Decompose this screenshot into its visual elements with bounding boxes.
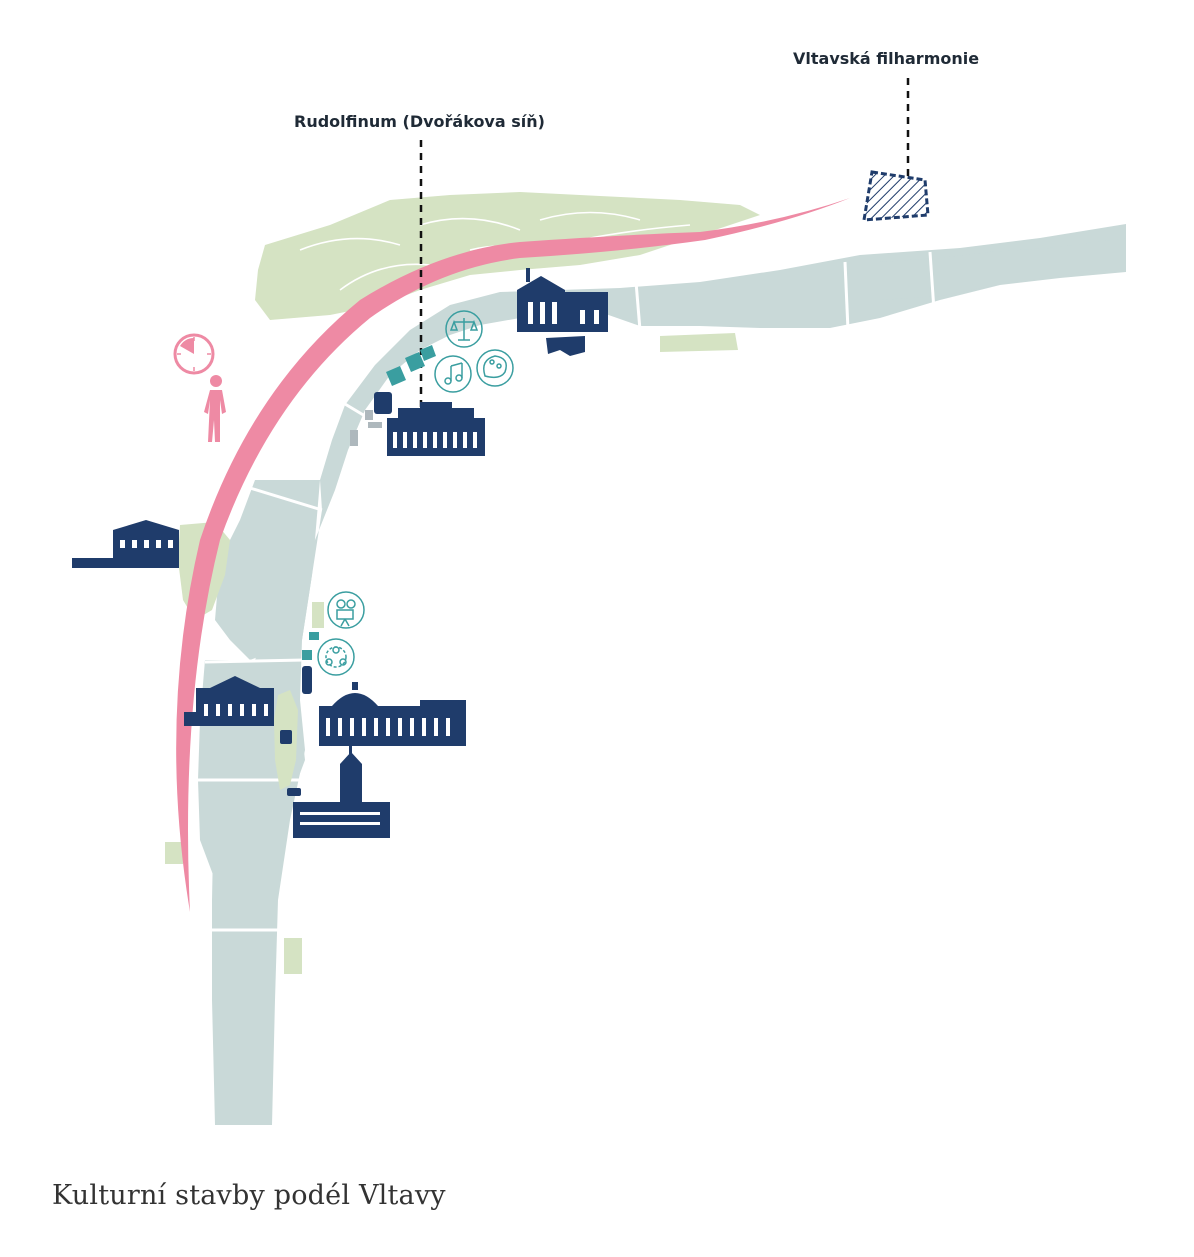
convent-building	[517, 268, 608, 356]
island-building	[280, 730, 292, 744]
villa-building	[184, 676, 274, 726]
map-caption: Kulturní stavby podél Vltavy	[52, 1180, 446, 1211]
teal-markers	[302, 345, 436, 660]
rudolfinum-building	[387, 402, 485, 456]
thematic-icons	[317, 310, 514, 676]
film-camera-icon	[327, 591, 365, 629]
filharmonie-site	[862, 170, 930, 222]
clock-icon	[173, 333, 215, 375]
manes-building	[293, 742, 390, 838]
dock-block	[302, 666, 312, 694]
national-theatre-building	[319, 682, 466, 746]
riverbank-details	[350, 410, 382, 446]
walking-person-icon	[204, 375, 226, 442]
rudolfinum-label: Rudolfinum (Dvořákova síň)	[294, 112, 545, 131]
people-circle-icon	[317, 638, 355, 676]
paint-palette-icon	[476, 349, 514, 387]
music-note-icon	[434, 355, 472, 393]
buildings	[72, 268, 608, 838]
filharmonie-label: Vltavská filharmonie	[793, 49, 980, 68]
scales-icon	[445, 310, 483, 348]
island-building	[287, 788, 301, 796]
palace-building	[72, 520, 179, 568]
gallery-block	[374, 392, 392, 414]
